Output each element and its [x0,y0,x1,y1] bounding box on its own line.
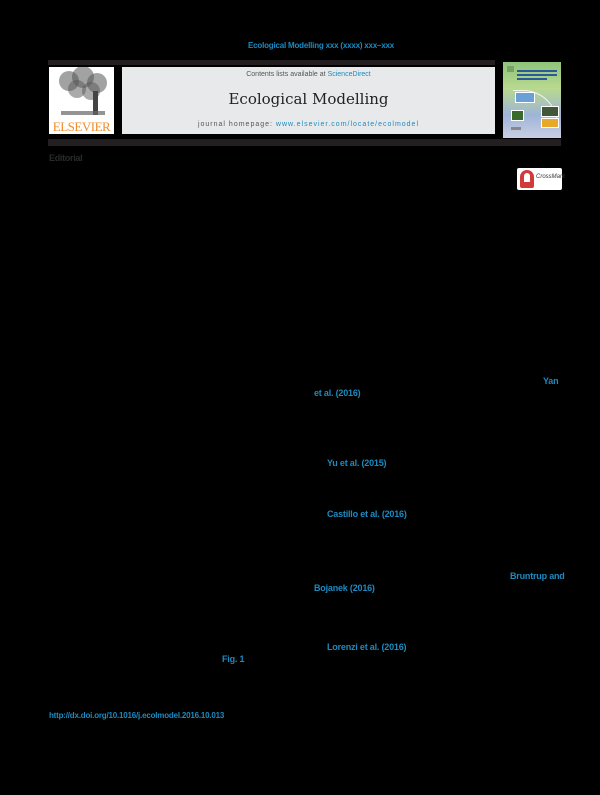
running-head-link[interactable]: Ecological Modelling xxx (xxxx) xxx–xxx [248,41,395,50]
crossmark-button[interactable]: CrossMark [517,168,566,190]
cover-photo [511,110,524,121]
homepage-line: journal homepage: www.elsevier.com/locat… [122,121,495,128]
citation-link[interactable]: Castillo et al. (2016) [327,509,407,519]
citation-link[interactable]: Yan [543,376,559,386]
citation-link[interactable]: et al. (2016) [314,388,361,398]
cover-logo [507,66,514,72]
journal-cover-image[interactable] [503,62,561,138]
citation-link[interactable]: Bojanek (2016) [314,583,375,593]
citation-link[interactable]: Lorenzi et al. (2016) [327,642,407,652]
figure-link[interactable]: Fig. 1 [222,654,245,664]
citation-link[interactable]: Yu et al. (2015) [327,458,387,468]
tree-icon [59,67,107,115]
header-top-rule [48,60,495,65]
elsevier-wordmark: ELSEVIER [52,119,111,134]
citation-link[interactable]: Bruntrup and [510,571,565,581]
header-bottom-rule [48,139,561,146]
crossmark-icon [520,170,534,188]
elsevier-logo[interactable]: ELSEVIER [49,67,114,134]
cover-photo [515,92,535,103]
homepage-link[interactable]: www.elsevier.com/locate/ecolmodel [275,121,420,128]
cover-photo [541,106,559,117]
contents-prefix: Contents lists available at [246,71,328,78]
article-type-label: Editorial [49,153,83,163]
cover-footer [511,127,521,130]
homepage-prefix: journal homepage: [197,121,276,128]
sciencedirect-link[interactable]: ScienceDirect [327,71,371,78]
cover-title [517,70,557,84]
crossmark-label: CrossMark [536,174,566,180]
contents-line: Contents lists available at ScienceDirec… [122,71,495,78]
journal-masthead: Contents lists available at ScienceDirec… [122,67,495,134]
doi-link[interactable]: http://dx.doi.org/10.1016/j.ecolmodel.20… [49,711,225,720]
journal-title: Ecological Modelling [228,90,389,108]
cover-photo [541,118,559,128]
